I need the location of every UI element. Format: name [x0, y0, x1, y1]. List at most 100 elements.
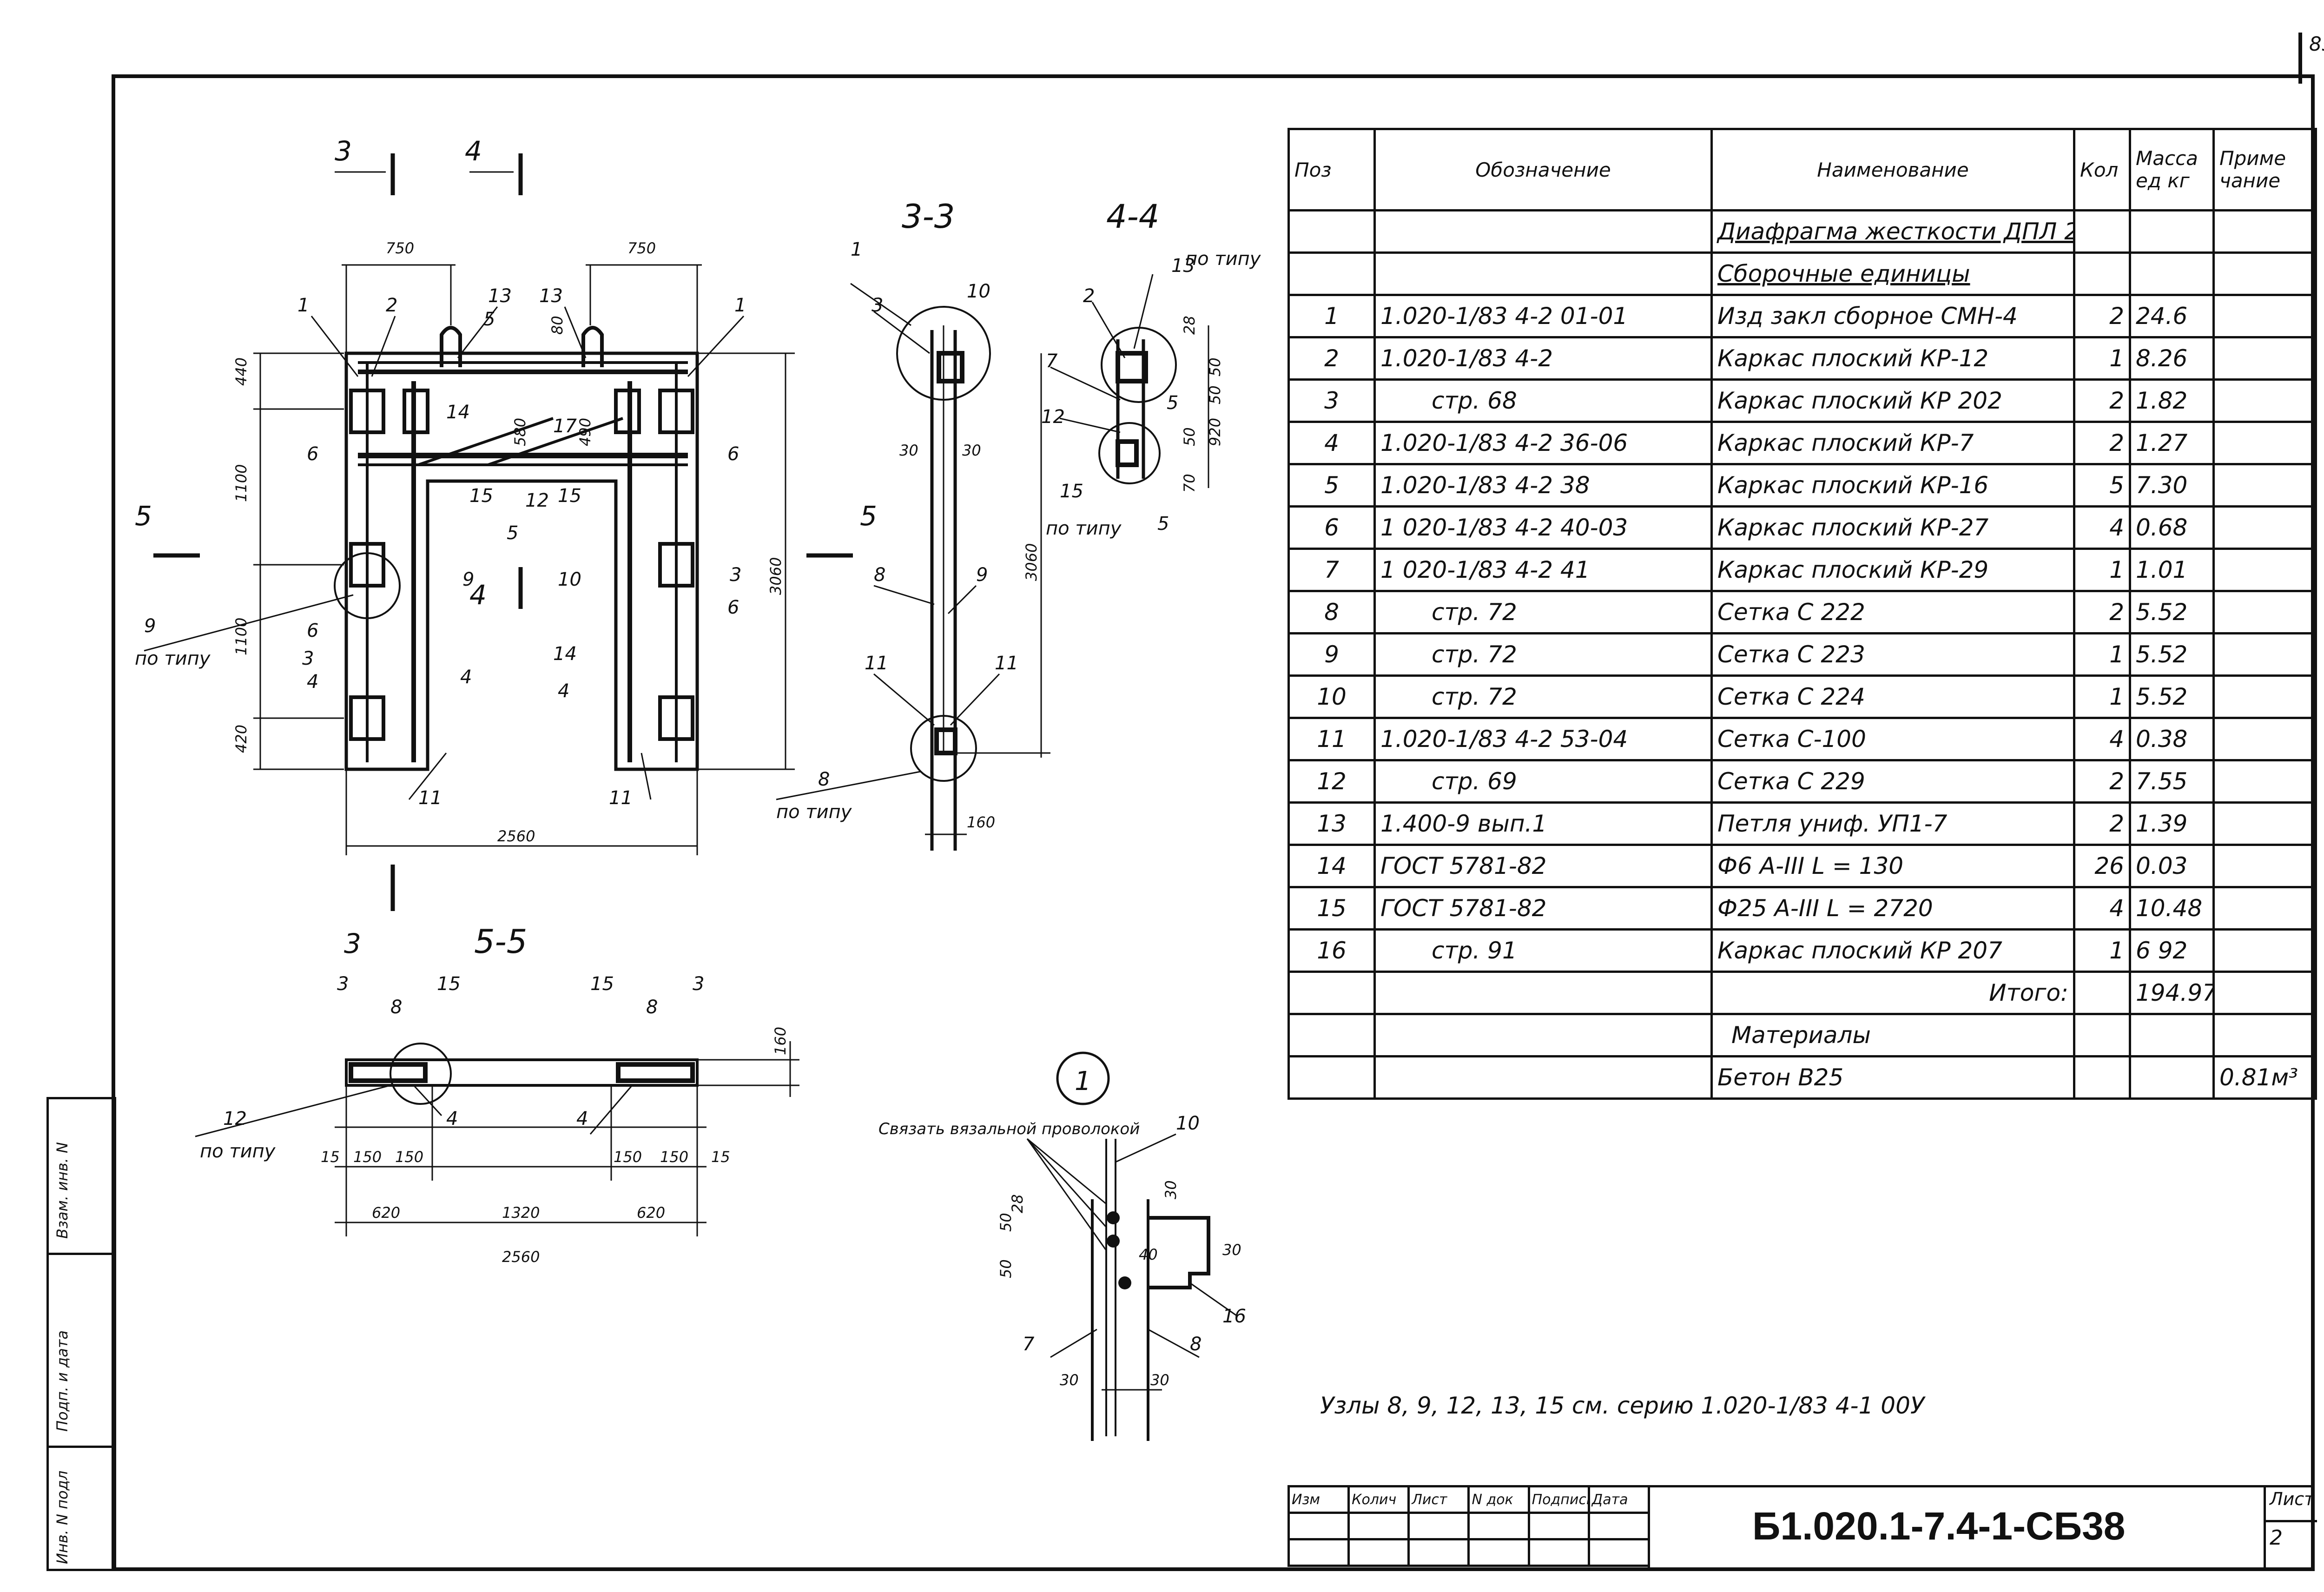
spec-cell-name: Сетка С 224 [1710, 674, 2075, 719]
spec-cell-code: 1 020-1/83 4-2 41 [1373, 548, 1713, 592]
spec-cell-code: стр. 72 [1373, 674, 1713, 719]
spec-cell-mass: 7.55 [2129, 759, 2215, 804]
spec-cell-pos: 12 [1287, 759, 1376, 804]
spec-cell-qty: 1 [2073, 548, 2131, 592]
svg-text:15: 15 [558, 485, 581, 507]
dim-node-28: 28 [1009, 1194, 1026, 1213]
spec-cell-pos: 8 [1287, 590, 1376, 634]
svg-text:5: 5 [1167, 392, 1178, 414]
dim-80: 80 [548, 316, 566, 335]
svg-text:15: 15 [437, 973, 461, 995]
spec-cell-mass: 1.82 [2129, 378, 2215, 423]
spec-cell-name: Сетка С 223 [1710, 632, 2075, 677]
svg-text:11: 11 [609, 787, 633, 809]
spec-cell-code: стр. 72 [1373, 632, 1713, 677]
stamp-h-ndok: N док [1467, 1485, 1530, 1514]
svg-text:3: 3 [730, 564, 741, 586]
svg-text:13: 13 [488, 285, 512, 307]
spec-cell-qty: 2 [2073, 801, 2131, 846]
spec-cell-mass: 5.52 [2129, 674, 2215, 719]
spec-cell-note [2212, 632, 2317, 677]
spec-cell-qty: 1 [2073, 336, 2131, 381]
svg-text:8: 8 [818, 769, 830, 790]
materials-row: Материалы [1287, 1013, 2317, 1057]
svg-text:6: 6 [307, 443, 318, 465]
material-note: 0.81м³ [2212, 1055, 2317, 1100]
stamp-h-list: Лист [1407, 1485, 1470, 1514]
material-name: Бетон В25 [1710, 1055, 2075, 1100]
total-mass: 194.97 [2129, 971, 2215, 1015]
svg-text:12: 12 [525, 490, 549, 511]
spec-cell-note [2212, 886, 2317, 931]
svg-text:12: 12 [223, 1108, 247, 1130]
svg-text:6: 6 [727, 597, 739, 618]
spec-cell-name: Ф25 А-III L = 2720 [1710, 886, 2075, 931]
spec-cell-qty: 4 [2073, 886, 2131, 931]
dim-55-150d: 150 [660, 1148, 688, 1166]
spec-cell-name: Сетка С 229 [1710, 759, 2075, 804]
spec-cell-name: Каркас плоский КР-12 [1710, 336, 2075, 381]
dim-44-28: 28 [1181, 316, 1198, 335]
spec-cell-pos: 14 [1287, 844, 1376, 888]
spec-cell-note [2212, 928, 2317, 973]
svg-text:4: 4 [446, 1108, 458, 1130]
svg-text:5: 5 [483, 309, 495, 330]
dim-2560: 2560 [497, 827, 535, 845]
svg-text:5: 5 [135, 500, 152, 532]
spec-cell-note [2212, 590, 2317, 634]
sheet-box: Лист 2 [2264, 1485, 2317, 1571]
svg-text:5: 5 [1157, 513, 1169, 535]
dim-1100-b: 1100 [232, 618, 250, 655]
svg-text:2: 2 [1083, 285, 1095, 307]
spec-cell-mass: 7.30 [2129, 463, 2215, 508]
header-code: Обозначение [1373, 128, 1713, 211]
header-name: Наименование [1710, 128, 2075, 211]
dim-33-30a: 30 [899, 442, 918, 459]
po-tipu-9: по типу [135, 648, 211, 669]
spec-cell-mass: 8.26 [2129, 336, 2215, 381]
spec-cell-note [2212, 548, 2317, 592]
stamp-h-data: Дата [1587, 1485, 1651, 1514]
svg-text:10: 10 [1176, 1113, 1200, 1134]
svg-text:3: 3 [344, 928, 361, 959]
total-label: Итого: [1710, 971, 2075, 1015]
svg-text:7: 7 [1023, 1334, 1035, 1355]
dim-3060: 3060 [767, 557, 785, 595]
svg-text:11: 11 [865, 653, 888, 674]
svg-text:5: 5 [507, 522, 518, 544]
svg-text:10: 10 [967, 281, 990, 302]
section-5-5-title: 5-5 [474, 923, 527, 961]
svg-text:15: 15 [1060, 481, 1083, 502]
dim-440: 440 [232, 357, 250, 386]
spec-cell-mass: 24.6 [2129, 294, 2215, 338]
spec-cell-qty: 2 [2073, 759, 2131, 804]
spec-cell-name: Каркас плоский КР-7 [1710, 421, 2075, 465]
spec-cell-code: 1.020-1/83 4-2 [1373, 336, 1713, 381]
spec-cell-name: Сетка С 222 [1710, 590, 2075, 634]
stamp-h-izm: Изм [1287, 1485, 1350, 1514]
dim-node-30d: 30 [1150, 1371, 1169, 1389]
dim-node-50a: 50 [997, 1213, 1015, 1232]
dim-55-1320: 1320 [502, 1204, 540, 1222]
node-1-detail [1026, 1051, 1237, 1441]
dim-node-30b: 30 [1222, 1241, 1241, 1259]
title-row: Диафрагма жесткости ДПЛ 26.31 [1287, 209, 2317, 254]
spec-cell-note [2212, 844, 2317, 888]
svg-text:3: 3 [693, 973, 704, 995]
svg-text:12: 12 [1041, 406, 1065, 428]
stamp-h-kol: Колич [1347, 1485, 1410, 1514]
page-number: 85 [2309, 33, 2324, 55]
spec-cell-qty: 1 [2073, 674, 2131, 719]
svg-text:4: 4 [465, 135, 482, 167]
spec-cell-code: 1.020-1/83 4-2 01-01 [1373, 294, 1713, 338]
spec-cell-note [2212, 421, 2317, 465]
dim-node-30c: 30 [1060, 1371, 1079, 1389]
po-tipu-12: по типу [200, 1141, 276, 1162]
spec-cell-pos: 10 [1287, 674, 1376, 719]
spec-cell-qty: 2 [2073, 378, 2131, 423]
spec-cell-qty: 1 [2073, 632, 2131, 677]
